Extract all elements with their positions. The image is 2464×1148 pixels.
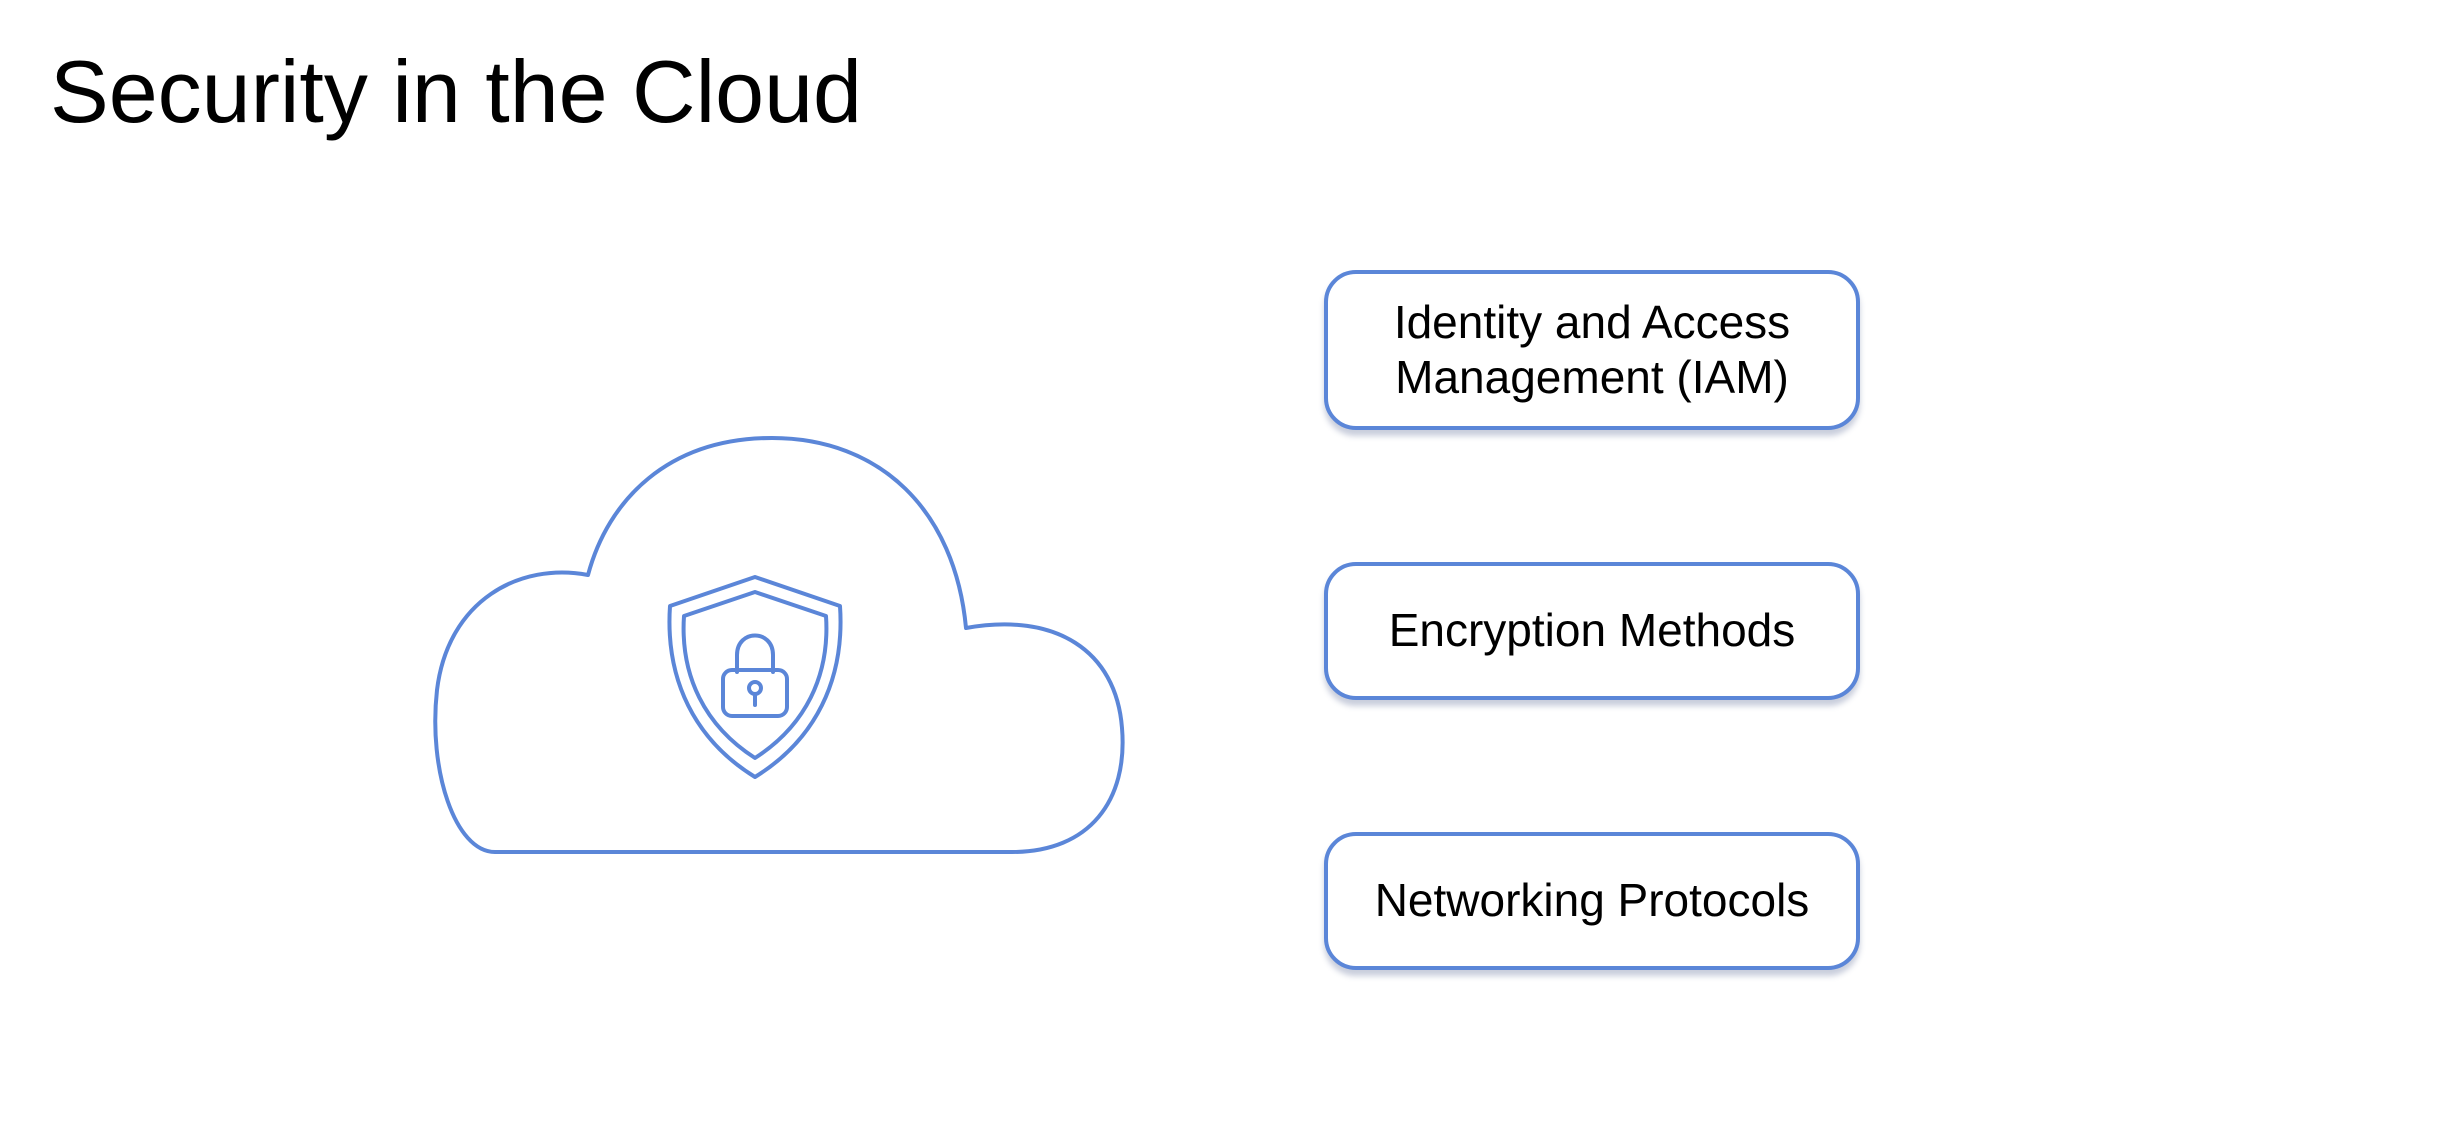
slide-title: Security in the Cloud [50, 42, 862, 141]
iam-box: Identity and Access Management (IAM) [1324, 270, 1860, 430]
networking-protocols-box: Networking Protocols [1324, 832, 1860, 970]
cloud-graphic [433, 436, 1125, 854]
encryption-methods-box-label: Encryption Methods [1388, 604, 1796, 657]
cloud-outline [433, 436, 1125, 854]
networking-protocols-box-label: Networking Protocols [1374, 874, 1810, 927]
iam-box-label: Identity and Access Management (IAM) [1393, 295, 1791, 403]
shield-lock-icon [667, 575, 843, 779]
encryption-methods-box: Encryption Methods [1324, 562, 1860, 700]
